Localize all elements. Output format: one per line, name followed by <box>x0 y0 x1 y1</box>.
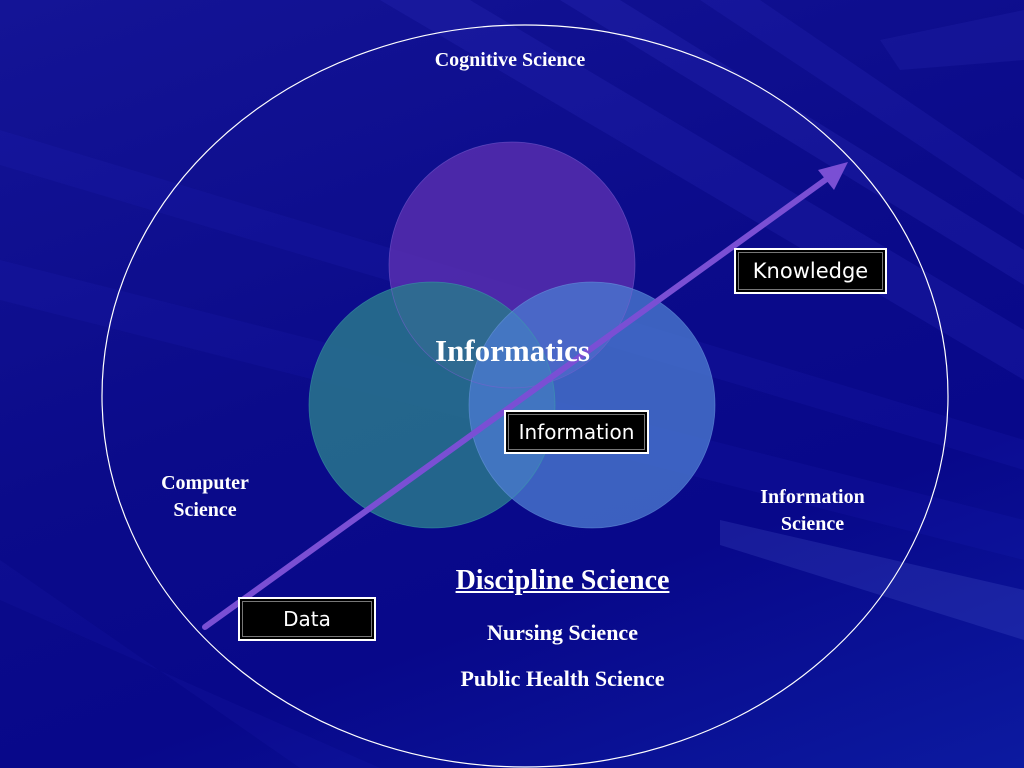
discipline-item-public-health: Public Health Science <box>460 666 665 691</box>
venn-circle-information <box>469 282 715 528</box>
discipline-item-nursing: Nursing Science <box>487 620 638 645</box>
progression-arrow <box>202 162 848 630</box>
venn-outline-cognitive <box>388 141 636 389</box>
information-box: Information <box>504 410 649 454</box>
label-computer-science: Computer Science <box>161 472 249 521</box>
label-information-science: Information Science <box>760 486 865 535</box>
data-box: Data <box>238 597 376 641</box>
discipline-science-title: Discipline Science <box>455 565 670 596</box>
outer-ellipse <box>101 24 949 768</box>
label-informatics: Informatics <box>435 333 590 368</box>
venn-outline-computer <box>308 281 556 529</box>
label-cognitive-science: Cognitive Science <box>434 49 586 71</box>
venn-outline-information <box>468 281 716 529</box>
knowledge-box: Knowledge <box>734 248 887 294</box>
